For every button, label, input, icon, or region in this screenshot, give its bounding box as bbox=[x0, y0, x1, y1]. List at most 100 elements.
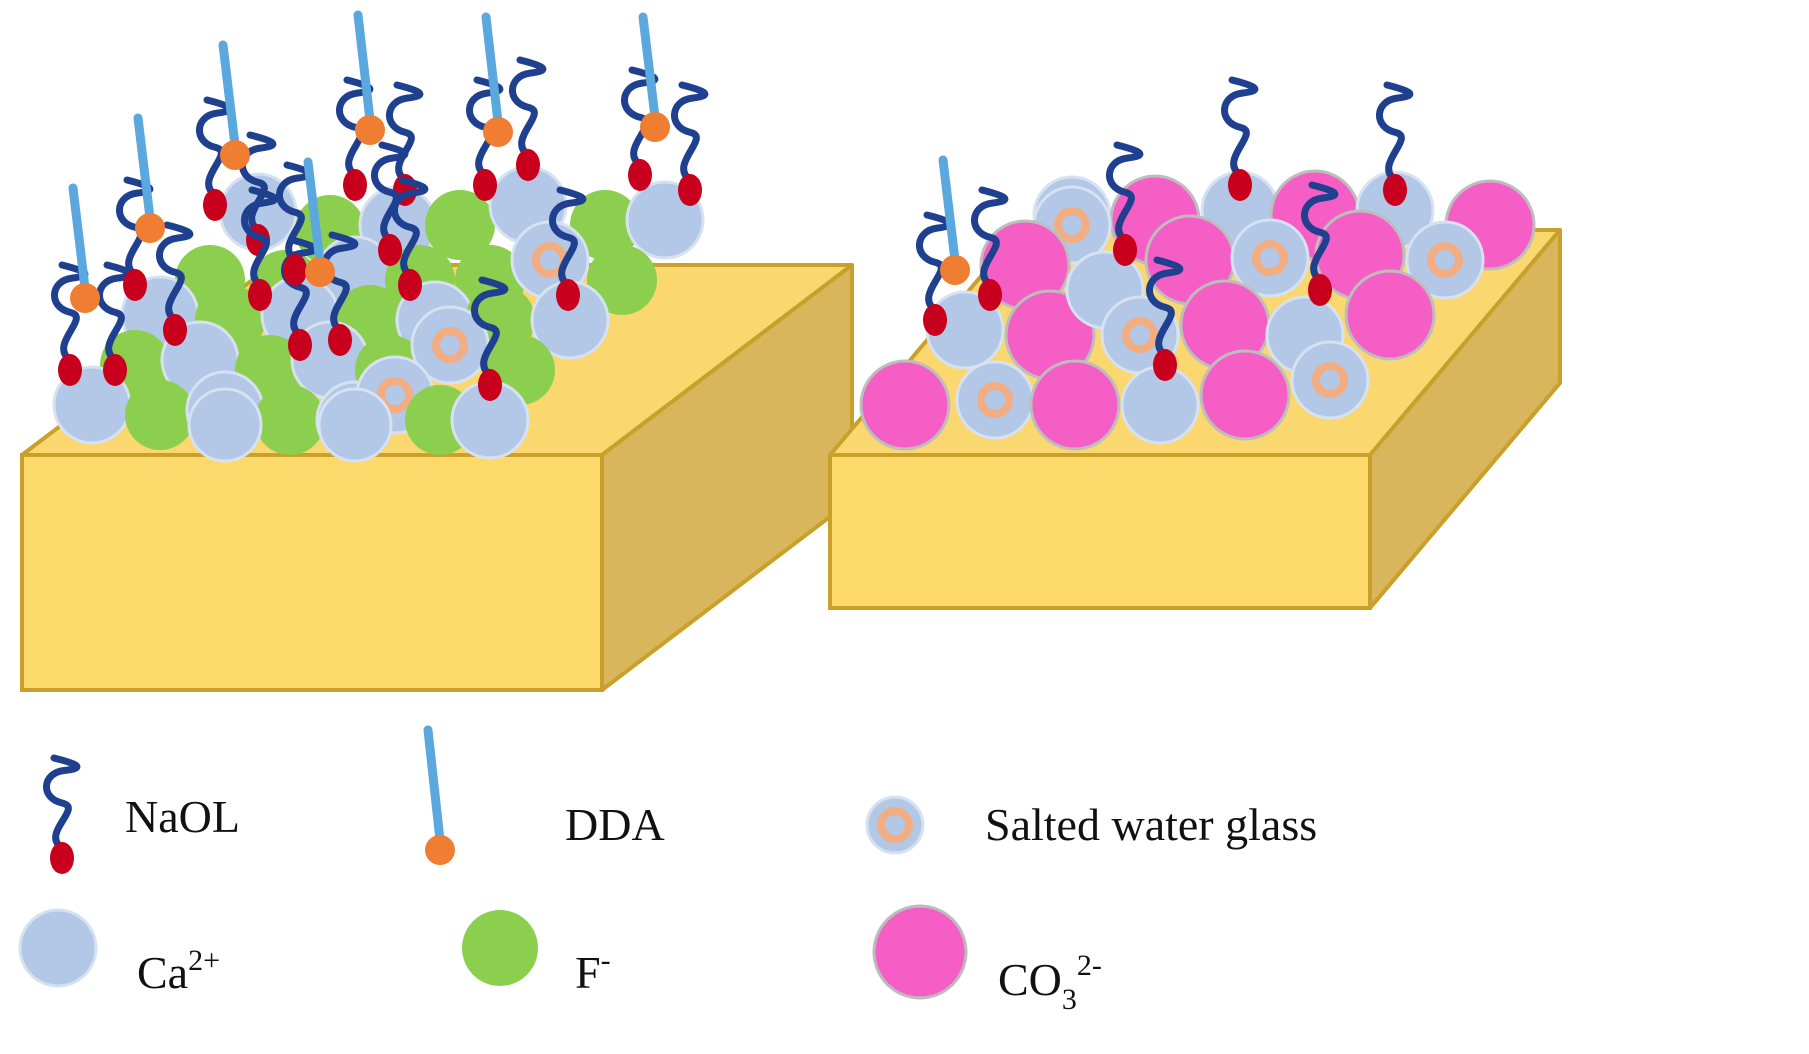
naol-tail bbox=[1376, 81, 1414, 184]
naol-head bbox=[248, 279, 272, 311]
salted-water-glass-ca-ion bbox=[865, 795, 925, 855]
dda-tail bbox=[303, 157, 325, 267]
ca-ion bbox=[18, 908, 98, 988]
dda-tail bbox=[218, 40, 240, 150]
salted-water-glass-ring bbox=[977, 382, 1013, 418]
dda-tail bbox=[353, 10, 375, 125]
naol-tail bbox=[1146, 256, 1184, 359]
naol-head bbox=[398, 269, 422, 301]
fluoride-ion bbox=[462, 910, 538, 986]
salted-water-glass-ring bbox=[1054, 207, 1090, 243]
calcite-block-front bbox=[828, 453, 1372, 610]
carbonate-ion bbox=[859, 359, 951, 451]
calcite-panel bbox=[828, 76, 1562, 610]
naol-head bbox=[343, 169, 367, 201]
naol-tail bbox=[971, 186, 1009, 289]
naol-tail bbox=[371, 141, 409, 244]
naol-head bbox=[50, 842, 74, 874]
fluoride-ion bbox=[255, 385, 325, 455]
naol-head bbox=[103, 354, 127, 386]
salted-water-glass-ca-ion bbox=[1405, 220, 1485, 300]
salted-water-glass-ring bbox=[1427, 242, 1463, 278]
naol-head bbox=[556, 279, 580, 311]
dda-tail bbox=[638, 12, 660, 122]
dda-tail bbox=[938, 155, 960, 265]
legend-label-salted-water-glass: Salted water glass bbox=[985, 799, 1317, 850]
salted-water-glass-ring bbox=[1122, 317, 1158, 353]
dda-head bbox=[940, 255, 970, 285]
naol-head bbox=[288, 329, 312, 361]
dda-head bbox=[425, 835, 455, 865]
ca-ion bbox=[187, 387, 263, 463]
legend-label-f: F- bbox=[575, 944, 611, 998]
dda-tail bbox=[133, 113, 155, 223]
fluoride-ion bbox=[570, 190, 640, 260]
naol-head bbox=[978, 279, 1002, 311]
dda-head bbox=[640, 112, 670, 142]
naol-tail bbox=[509, 56, 547, 159]
carbonate-ion bbox=[1344, 269, 1436, 361]
naol-head bbox=[123, 269, 147, 301]
naol-head bbox=[378, 234, 402, 266]
naol-tail bbox=[391, 176, 429, 279]
naol-head bbox=[473, 169, 497, 201]
naol-head bbox=[58, 354, 82, 386]
naol-tail bbox=[1301, 181, 1339, 284]
naol-head bbox=[1228, 169, 1252, 201]
naol-head bbox=[478, 369, 502, 401]
salted-water-glass-ca-ion bbox=[955, 360, 1035, 440]
naol-head bbox=[923, 304, 947, 336]
naol-head bbox=[1383, 174, 1407, 206]
dda-tail bbox=[68, 183, 90, 293]
naol-head bbox=[328, 324, 352, 356]
naol-tail bbox=[471, 276, 509, 379]
legend-label-ca: Ca2+ bbox=[137, 944, 220, 998]
naol-head bbox=[203, 189, 227, 221]
naol-tail bbox=[671, 81, 709, 184]
salted-water-glass-ca-ion bbox=[1290, 340, 1370, 420]
fluorite-block-front bbox=[20, 453, 604, 692]
legend-label-dda: DDA bbox=[565, 799, 665, 850]
naol-tail bbox=[1106, 141, 1144, 244]
naol-head bbox=[516, 149, 540, 181]
naol-head bbox=[1153, 349, 1177, 381]
naol-head bbox=[283, 254, 307, 286]
carbonate-ion bbox=[1029, 359, 1121, 451]
naol-tail bbox=[1221, 76, 1259, 179]
dda-head bbox=[220, 140, 250, 170]
naol-head bbox=[678, 174, 702, 206]
naol-tail bbox=[156, 221, 194, 324]
fluorite-panel bbox=[20, 10, 854, 692]
legend: NaOL DDA Salted water glass Ca2+ F- CO32… bbox=[18, 725, 1317, 1016]
carbonate-ion bbox=[1199, 349, 1291, 441]
salted-water-glass-ring bbox=[432, 327, 468, 363]
naol-tail bbox=[466, 76, 504, 179]
salted-water-glass-ca-ion bbox=[1230, 218, 1310, 298]
naol-head bbox=[1113, 234, 1137, 266]
dda-head bbox=[305, 257, 335, 287]
ca-ion bbox=[317, 387, 393, 463]
naol-tail bbox=[241, 186, 279, 289]
naol-tail bbox=[43, 754, 81, 852]
dda-tail bbox=[481, 12, 503, 127]
salted-water-glass-ring bbox=[877, 807, 913, 843]
naol-tail bbox=[549, 186, 587, 289]
fluoride-ion bbox=[425, 190, 495, 260]
legend-label-co3: CO32- bbox=[998, 949, 1102, 1016]
naol-tail bbox=[386, 81, 424, 184]
naol-head bbox=[163, 314, 187, 346]
salted-water-glass-ring bbox=[1312, 362, 1348, 398]
dda-tail bbox=[423, 725, 445, 845]
naol-head bbox=[1308, 274, 1332, 306]
naol-head bbox=[628, 159, 652, 191]
dda-head bbox=[355, 115, 385, 145]
fluoride-ion bbox=[587, 245, 657, 315]
dda-head bbox=[483, 117, 513, 147]
salted-water-glass-ring bbox=[1252, 240, 1288, 276]
legend-label-naol: NaOL bbox=[125, 791, 240, 842]
dda-head bbox=[135, 213, 165, 243]
carbonate-ion bbox=[872, 904, 968, 1000]
dda-head bbox=[70, 283, 100, 313]
fluoride-ion bbox=[125, 380, 195, 450]
